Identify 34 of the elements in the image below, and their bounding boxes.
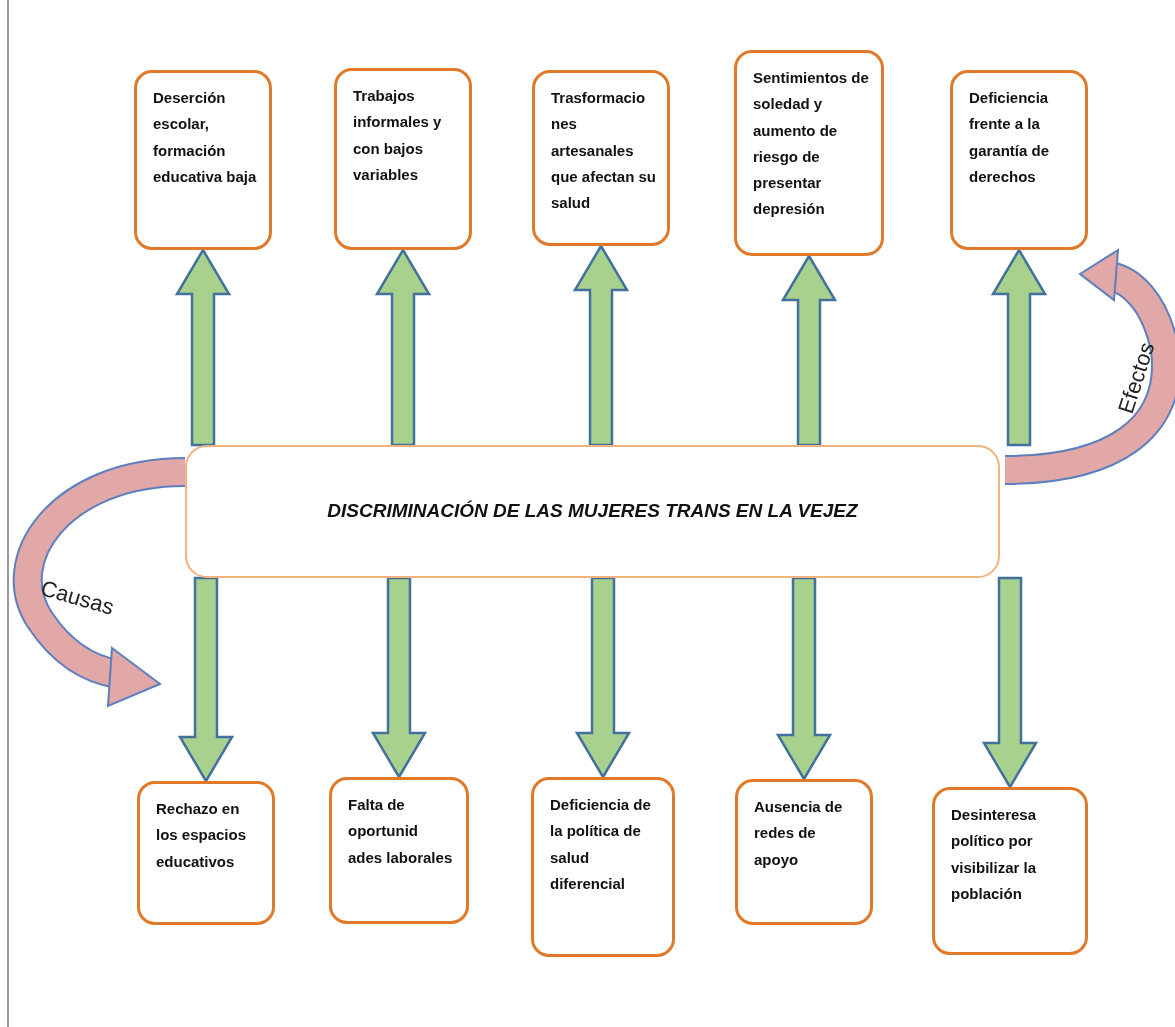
text-box — [734, 50, 884, 256]
box-text: Trabajos informales y con bajos variables — [353, 86, 443, 185]
direction-label: Efectos — [1113, 339, 1161, 417]
box-text: Deserción escolar, formación educativa baja — [153, 88, 258, 187]
block-arrow — [174, 247, 232, 447]
text-box — [531, 777, 675, 957]
box-text: Deficiencia de la política de salud diferencial — [550, 795, 652, 894]
block-arrow — [775, 576, 833, 782]
box-text: Ausencia de redes de apoyo — [754, 797, 844, 870]
block-arrow — [374, 247, 432, 447]
box-text: Falta de oportunid ades laborales — [348, 795, 454, 868]
text-box — [950, 70, 1088, 250]
text-box — [334, 68, 472, 250]
central-problem-box — [185, 445, 1000, 578]
block-arrow — [780, 253, 838, 447]
box-text: Rechazo en los espacios educativos — [156, 799, 248, 872]
title-text: DISCRIMINACIÓN DE LAS MUJERES TRANS EN LA VEJEZ — [327, 499, 858, 524]
block-arrow — [981, 576, 1039, 790]
box-text: Sentimientos de soledad y aumento de riesgo de presentar depresión — [753, 68, 870, 220]
block-arrow — [572, 243, 630, 447]
text-box — [137, 781, 275, 925]
text-box — [329, 777, 469, 924]
text-box — [932, 787, 1088, 955]
text-box — [532, 70, 670, 246]
direction-label: Causas — [37, 575, 117, 621]
block-arrow — [990, 247, 1048, 447]
box-text: Deficiencia frente a la garantía de derechos — [969, 88, 1051, 187]
block-arrow — [370, 576, 428, 780]
box-text: Trasformacio nes artesanales que afectan su salud — [551, 88, 657, 213]
box-text: Desinteresa político por visibilizar la población — [951, 805, 1038, 904]
block-arrow — [574, 576, 632, 780]
text-box — [735, 779, 873, 925]
block-arrow — [177, 576, 235, 784]
text-box — [134, 70, 272, 250]
